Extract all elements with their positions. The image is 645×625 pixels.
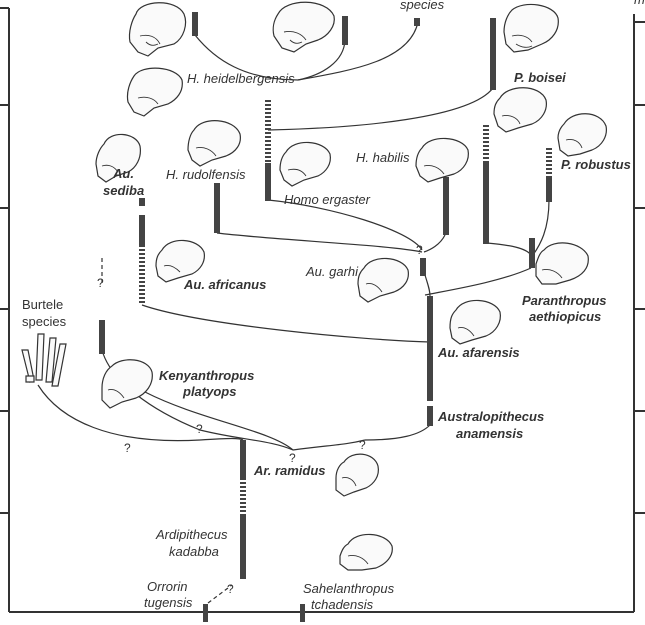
label-sahelanthropus-2: tchadensis xyxy=(311,597,374,612)
question-mark: ? xyxy=(359,438,366,452)
label-h-heidelbergensis: H. heidelbergensis xyxy=(187,71,295,86)
label-burtele-1: Burtele xyxy=(22,297,63,312)
skull-icon xyxy=(415,137,469,183)
skull-icon xyxy=(449,299,501,345)
label-australopithecus-2: anamensis xyxy=(456,426,523,441)
label-ardipithecus-1: Ardipithecus xyxy=(155,527,228,542)
skull-icon xyxy=(272,1,335,53)
skull-icon xyxy=(101,359,153,409)
right-axis xyxy=(633,14,645,612)
label-kenyanthropus-2: platyops xyxy=(182,384,236,399)
label-kenyanthropus-1: Kenyanthropus xyxy=(159,368,254,383)
label-australopithecus-1: Australopithecus xyxy=(437,409,544,424)
label-burtele-2: species xyxy=(22,314,67,329)
label-h-rudolfensis: H. rudolfensis xyxy=(166,167,246,182)
skull-drawings xyxy=(21,1,607,571)
skull-icon xyxy=(357,257,409,303)
burtele-foot-bones-icon xyxy=(21,333,67,387)
question-mark: ? xyxy=(227,582,234,596)
skull-icon xyxy=(187,120,241,167)
bar-orrorin-base xyxy=(203,604,208,622)
skull-icon xyxy=(95,133,141,183)
species-labels: species m H. heidelbergensis P. boisei A… xyxy=(22,0,645,612)
skull-icon xyxy=(335,453,379,497)
label-p-robustus: P. robustus xyxy=(561,157,631,172)
bars xyxy=(99,12,552,579)
label-paranthropus-2: aethiopicus xyxy=(529,309,601,324)
question-mark: ? xyxy=(124,441,131,455)
label-au-garhi: Au. garhi xyxy=(305,264,359,279)
left-axis xyxy=(0,7,10,612)
label-species-top: species xyxy=(400,0,445,12)
skull-icon xyxy=(535,242,589,285)
skull-icon xyxy=(126,67,183,117)
skull-icon xyxy=(557,113,607,157)
skull-icon xyxy=(339,533,393,571)
label-au-afarensis: Au. afarensis xyxy=(437,345,520,360)
label-au-africanus: Au. africanus xyxy=(183,277,266,292)
skull-icon xyxy=(503,3,559,53)
label-orrorin-1: Orrorin xyxy=(147,579,187,594)
skull-icon xyxy=(155,239,205,283)
label-h-habilis: H. habilis xyxy=(356,150,410,165)
skull-icon xyxy=(493,87,547,133)
label-ar-ramidus: Ar. ramidus xyxy=(253,463,326,478)
question-mark: ? xyxy=(196,422,203,436)
label-paranthropus-1: Paranthropus xyxy=(522,293,607,308)
dashed-segments xyxy=(139,100,552,515)
label-orrorin-2: tugensis xyxy=(144,595,193,610)
skull-icon xyxy=(279,141,331,187)
label-p-boisei: P. boisei xyxy=(514,70,566,85)
label-sahelanthropus-1: Sahelanthropus xyxy=(303,581,395,596)
question-mark: ? xyxy=(97,276,104,290)
question-marks: ? ? ? ? ? ? ? xyxy=(97,243,423,596)
label-au-sediba-2: sediba xyxy=(103,183,144,198)
question-mark: ? xyxy=(289,451,296,465)
skull-icon xyxy=(128,2,187,57)
label-au-sediba-1: Au. xyxy=(112,166,134,181)
bar-sahelanthropus-base xyxy=(300,604,305,622)
label-ardipithecus-2: kadabba xyxy=(169,544,219,559)
label-top-right: m xyxy=(634,0,645,7)
question-mark: ? xyxy=(416,243,423,257)
label-homo-ergaster: Homo ergaster xyxy=(284,192,371,207)
